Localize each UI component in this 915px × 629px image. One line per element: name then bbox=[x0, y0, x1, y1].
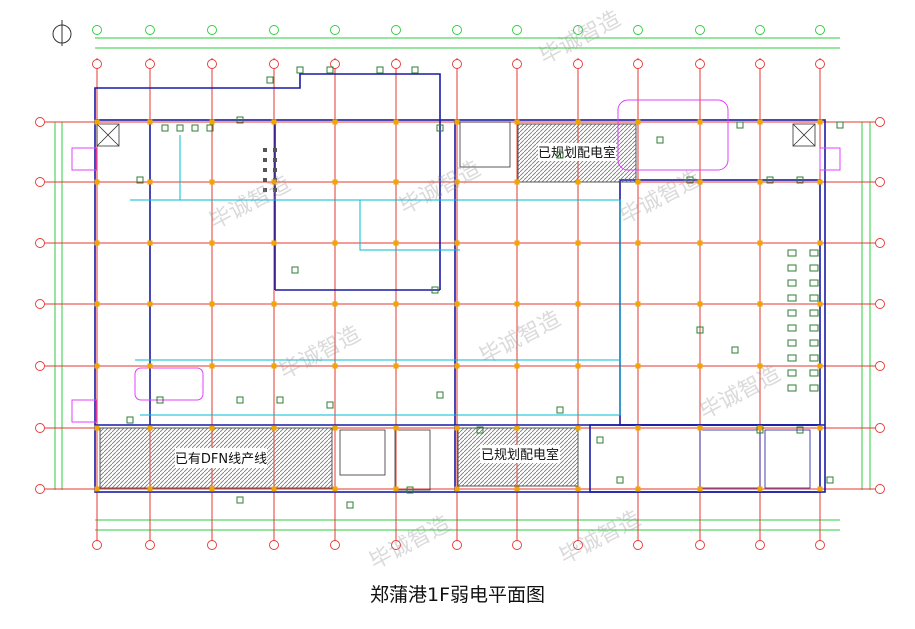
existing-dfn-line-label: 已有DFN线产线 bbox=[175, 452, 267, 467]
axis-bubbles bbox=[35, 25, 885, 550]
low-voltage-devices bbox=[126, 66, 844, 509]
cable-trays bbox=[130, 135, 621, 416]
drawing-caption: 郑蒲港1F弱电平面图 bbox=[369, 584, 546, 606]
north-arrow-icon bbox=[52, 20, 72, 46]
structural-columns bbox=[94, 119, 823, 492]
dimension-lines bbox=[54, 37, 871, 531]
planned-power-room-bottom-label: 已规划配电室 bbox=[481, 447, 559, 463]
planned-power-room-top-label: 已规划配电室 bbox=[538, 145, 616, 161]
stair-cores bbox=[96, 121, 816, 491]
floor-plan-drawing: 已规划配电室 已有DFN线产线 已规划配电室 bbox=[35, 20, 885, 550]
annotation-clouds bbox=[71, 99, 841, 423]
